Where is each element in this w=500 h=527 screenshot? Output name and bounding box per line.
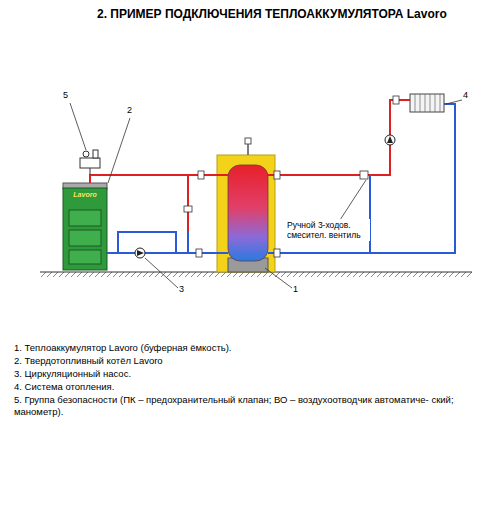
callout-number: 2 — [127, 105, 132, 115]
caption-item: 1. Теплоаккумулятор Lavoro (буферная ёмк… — [14, 342, 488, 354]
caption-item: 4. Система отопления. — [14, 381, 488, 393]
callout-number: 3 — [179, 284, 184, 294]
caption-item: 5. Группа безопасности (ПК – предохранит… — [14, 394, 488, 418]
brand-text: Lavoro — [64, 191, 106, 199]
callout-number: 5 — [63, 90, 68, 100]
tank-insulation — [217, 155, 275, 272]
boiler-nameplate: Lavoro — [64, 191, 106, 199]
page-title: 2. ПРИМЕР ПОДКЛЮЧЕНИЯ ТЕПЛОАККУМУЛЯТОРА … — [97, 7, 447, 21]
tank-body — [228, 165, 268, 261]
valve-label: Ручной 3-ходов. смесител. вентиль — [286, 219, 370, 241]
boiler-body — [63, 188, 107, 270]
callout-number: 1 — [293, 284, 298, 294]
caption-item: 3. Циркуляционный насос. — [14, 368, 488, 380]
callout-number: 4 — [463, 90, 468, 100]
caption-item: 2. Твердотопливный котёл Lavoro — [14, 355, 488, 367]
